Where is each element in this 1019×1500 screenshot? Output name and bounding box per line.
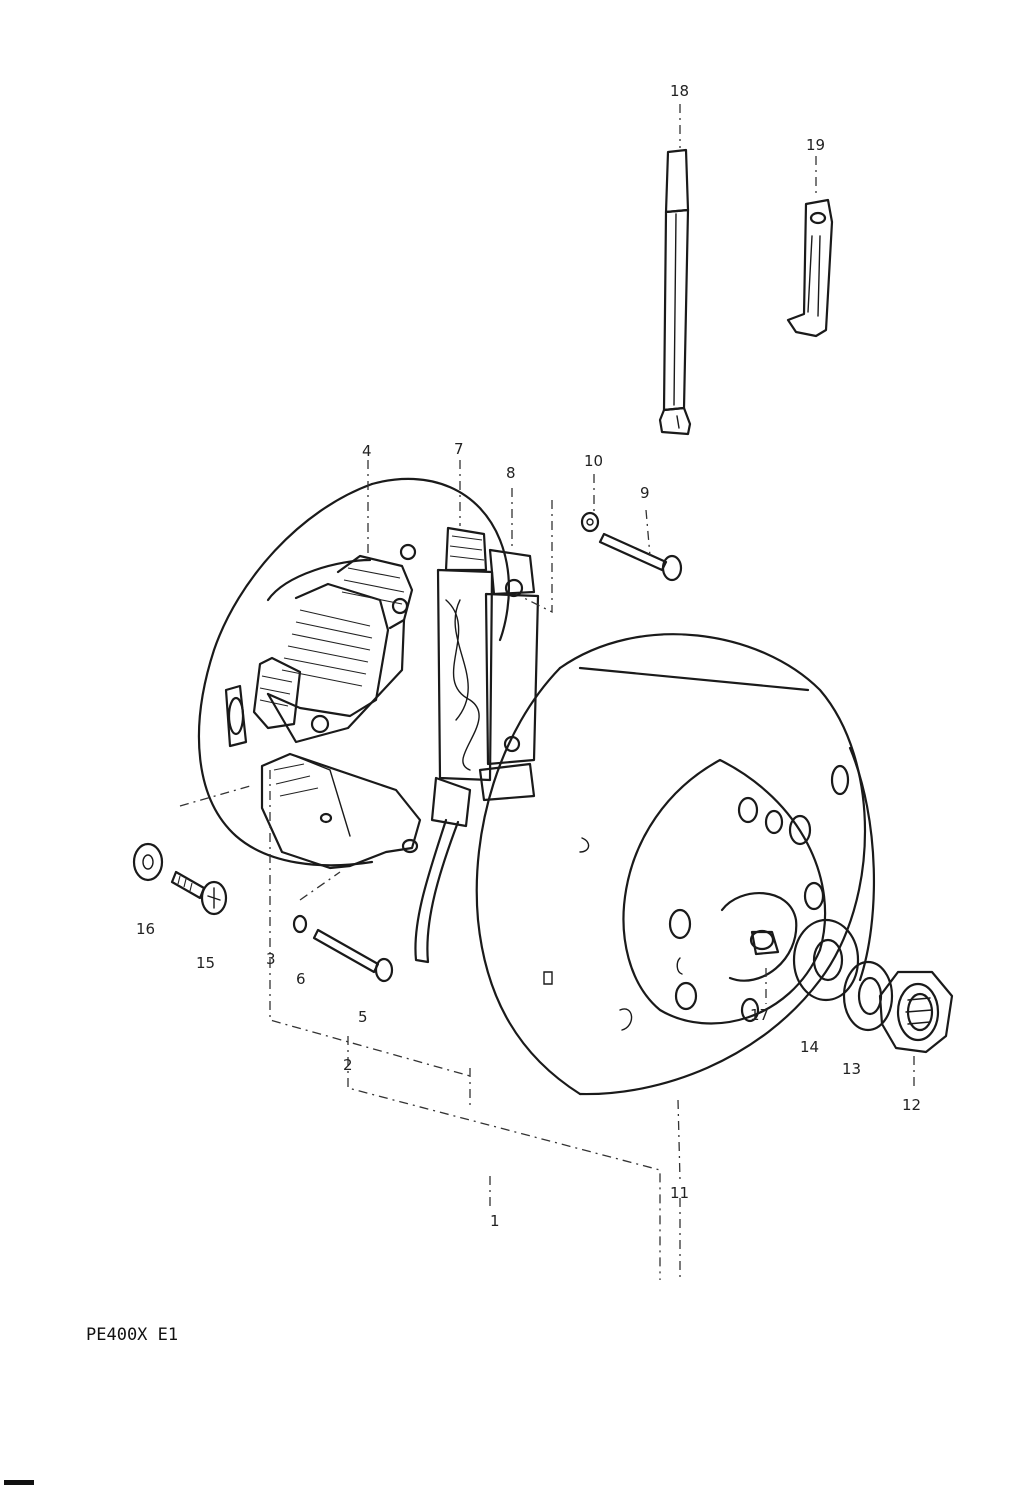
part-14-washer (792, 918, 860, 1002)
callout-15: 15 (196, 954, 215, 972)
callout-8: 8 (506, 464, 516, 482)
callout-1: 1 (490, 1212, 500, 1230)
part-10-washer (580, 511, 600, 533)
part-16-washer (132, 842, 164, 882)
model-code: PE400X E1 (86, 1325, 178, 1345)
callout-6: 6 (296, 970, 306, 988)
part-8-charging-coil (478, 548, 540, 802)
callout-10: 10 (584, 452, 603, 470)
part-5-screw (312, 928, 394, 983)
callout-11: 11 (670, 1184, 689, 1202)
edge-mark (4, 1480, 34, 1485)
callout-17: 17 (750, 1006, 769, 1024)
callout-13: 13 (842, 1060, 861, 1078)
part-15-screw (170, 870, 228, 916)
part-12-nut (878, 970, 954, 1054)
callout-16: 16 (136, 920, 155, 938)
part-18-rod (658, 148, 692, 436)
callout-18: 18 (670, 82, 689, 100)
part-3-stator-plate (197, 477, 510, 867)
callout-4: 4 (362, 442, 372, 460)
lead-wire (414, 776, 472, 964)
callout-14: 14 (800, 1038, 819, 1056)
part-19-clip (786, 198, 834, 338)
callout-19: 19 (806, 136, 825, 154)
callout-9: 9 (640, 484, 650, 502)
callout-2: 2 (343, 1056, 353, 1074)
callout-3: 3 (266, 950, 276, 968)
part-6-washer (292, 914, 308, 934)
part-11-flywheel (475, 633, 876, 1096)
callout-labels: 1 2 3 4 5 6 7 8 9 10 11 12 13 14 15 16 1… (136, 82, 921, 1230)
callout-12: 12 (902, 1096, 921, 1114)
leader-lines (179, 104, 915, 1282)
callout-5: 5 (358, 1008, 368, 1026)
part-9-screw (598, 532, 683, 582)
part-4-coil (252, 554, 414, 744)
part-13-lock-washer (842, 960, 894, 1032)
part-7-pulser-coil (436, 526, 494, 782)
part-3-base-block (260, 752, 422, 870)
callout-7: 7 (454, 440, 464, 458)
part-17-key (750, 930, 780, 956)
